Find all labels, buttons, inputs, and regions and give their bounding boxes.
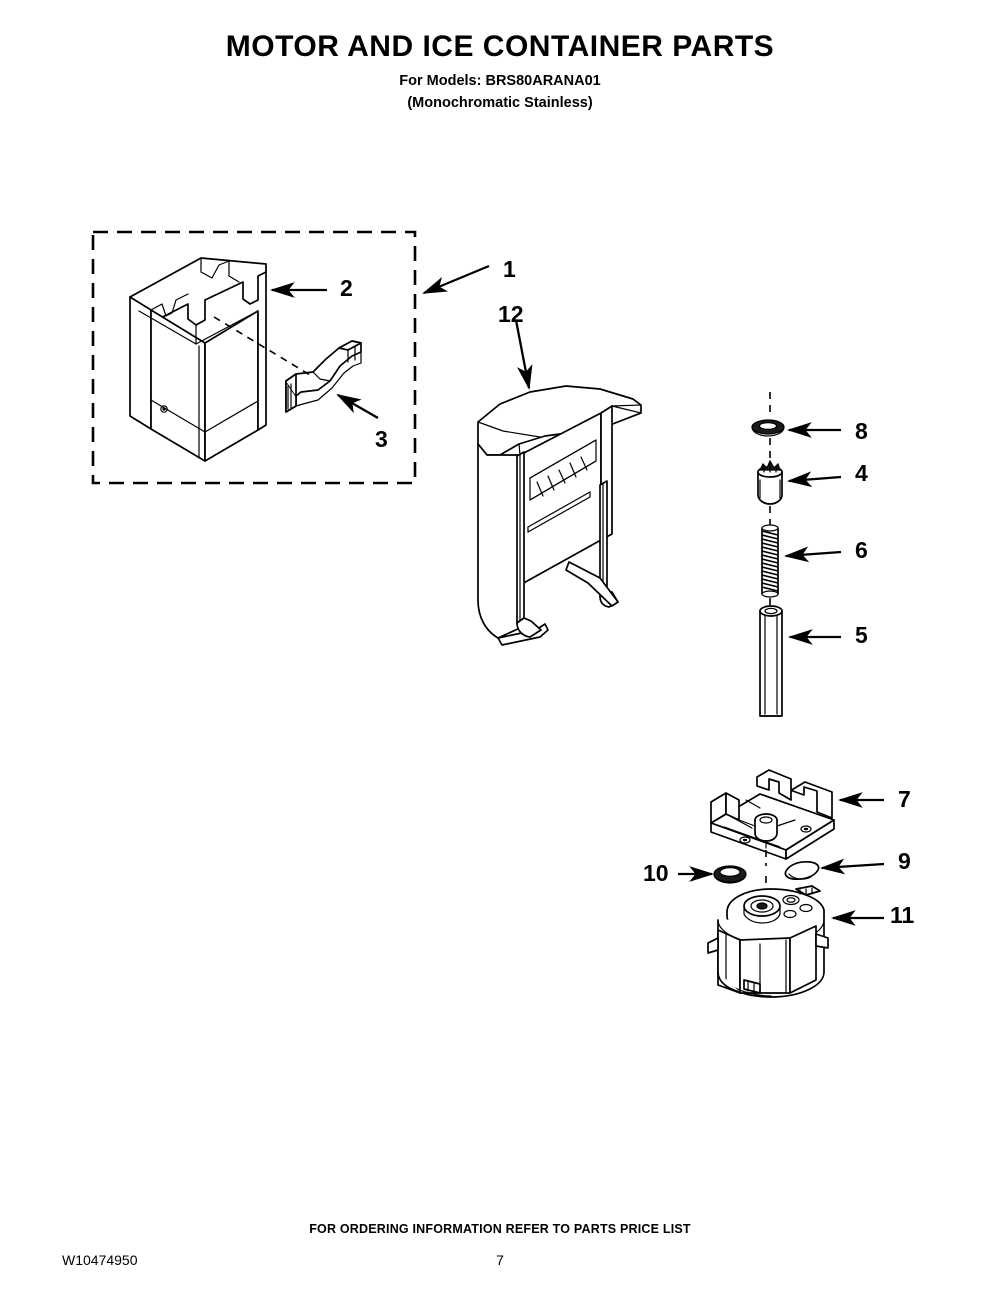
callout-label-2: 2 <box>340 275 353 301</box>
part-ice-container-handle <box>285 340 362 413</box>
leader-1 <box>422 264 490 295</box>
part-ice-auger-motor-11 <box>707 885 829 998</box>
leader-4 <box>786 471 842 488</box>
assembly-guide-line-2-3 <box>213 316 311 376</box>
leader-3 <box>336 393 379 419</box>
page-number: 7 <box>496 1252 504 1268</box>
page-header: MOTOR AND ICE CONTAINER PARTS For Models… <box>0 30 1000 113</box>
callout-label-11: 11 <box>890 902 915 928</box>
callout-label-10: 10 <box>643 860 669 886</box>
callout-label-1: 1 <box>503 256 516 282</box>
leader-6 <box>783 546 842 563</box>
callout-label-8: 8 <box>855 418 868 444</box>
models-line: For Models: BRS80ARANA01 <box>399 73 601 89</box>
leader-12 <box>514 319 533 391</box>
part-motor-bracket-7 <box>710 769 835 860</box>
leader-lines <box>269 264 885 926</box>
callout-label-4: 4 <box>855 460 868 486</box>
part-auger-coupling-4 <box>757 459 783 505</box>
document-code: W10474950 <box>62 1252 138 1268</box>
callout-label-5: 5 <box>855 622 868 648</box>
callout-label-6: 6 <box>855 537 868 563</box>
leader-9 <box>819 858 885 875</box>
group-box-1 <box>91 230 417 485</box>
part-ice-container-bucket <box>129 257 267 462</box>
part-auger-tube-5 <box>759 605 783 717</box>
part-ice-chute-housing <box>477 385 642 646</box>
part-auger-spring-6 <box>761 524 779 598</box>
ordering-info-note: FOR ORDERING INFORMATION REFER TO PARTS … <box>309 1222 691 1236</box>
part-motor-seal-washer-10 <box>713 865 747 884</box>
part-washer-8 <box>751 419 785 437</box>
finish-line: (Monochromatic Stainless) <box>407 94 593 111</box>
callout-label-12: 12 <box>498 301 524 327</box>
callout-label-9: 9 <box>898 848 911 874</box>
callout-label-3: 3 <box>375 426 388 452</box>
callout-label-7: 7 <box>898 786 911 812</box>
page-title: MOTOR AND ICE CONTAINER PARTS <box>225 30 775 63</box>
part-motor-gasket-9 <box>784 860 820 881</box>
